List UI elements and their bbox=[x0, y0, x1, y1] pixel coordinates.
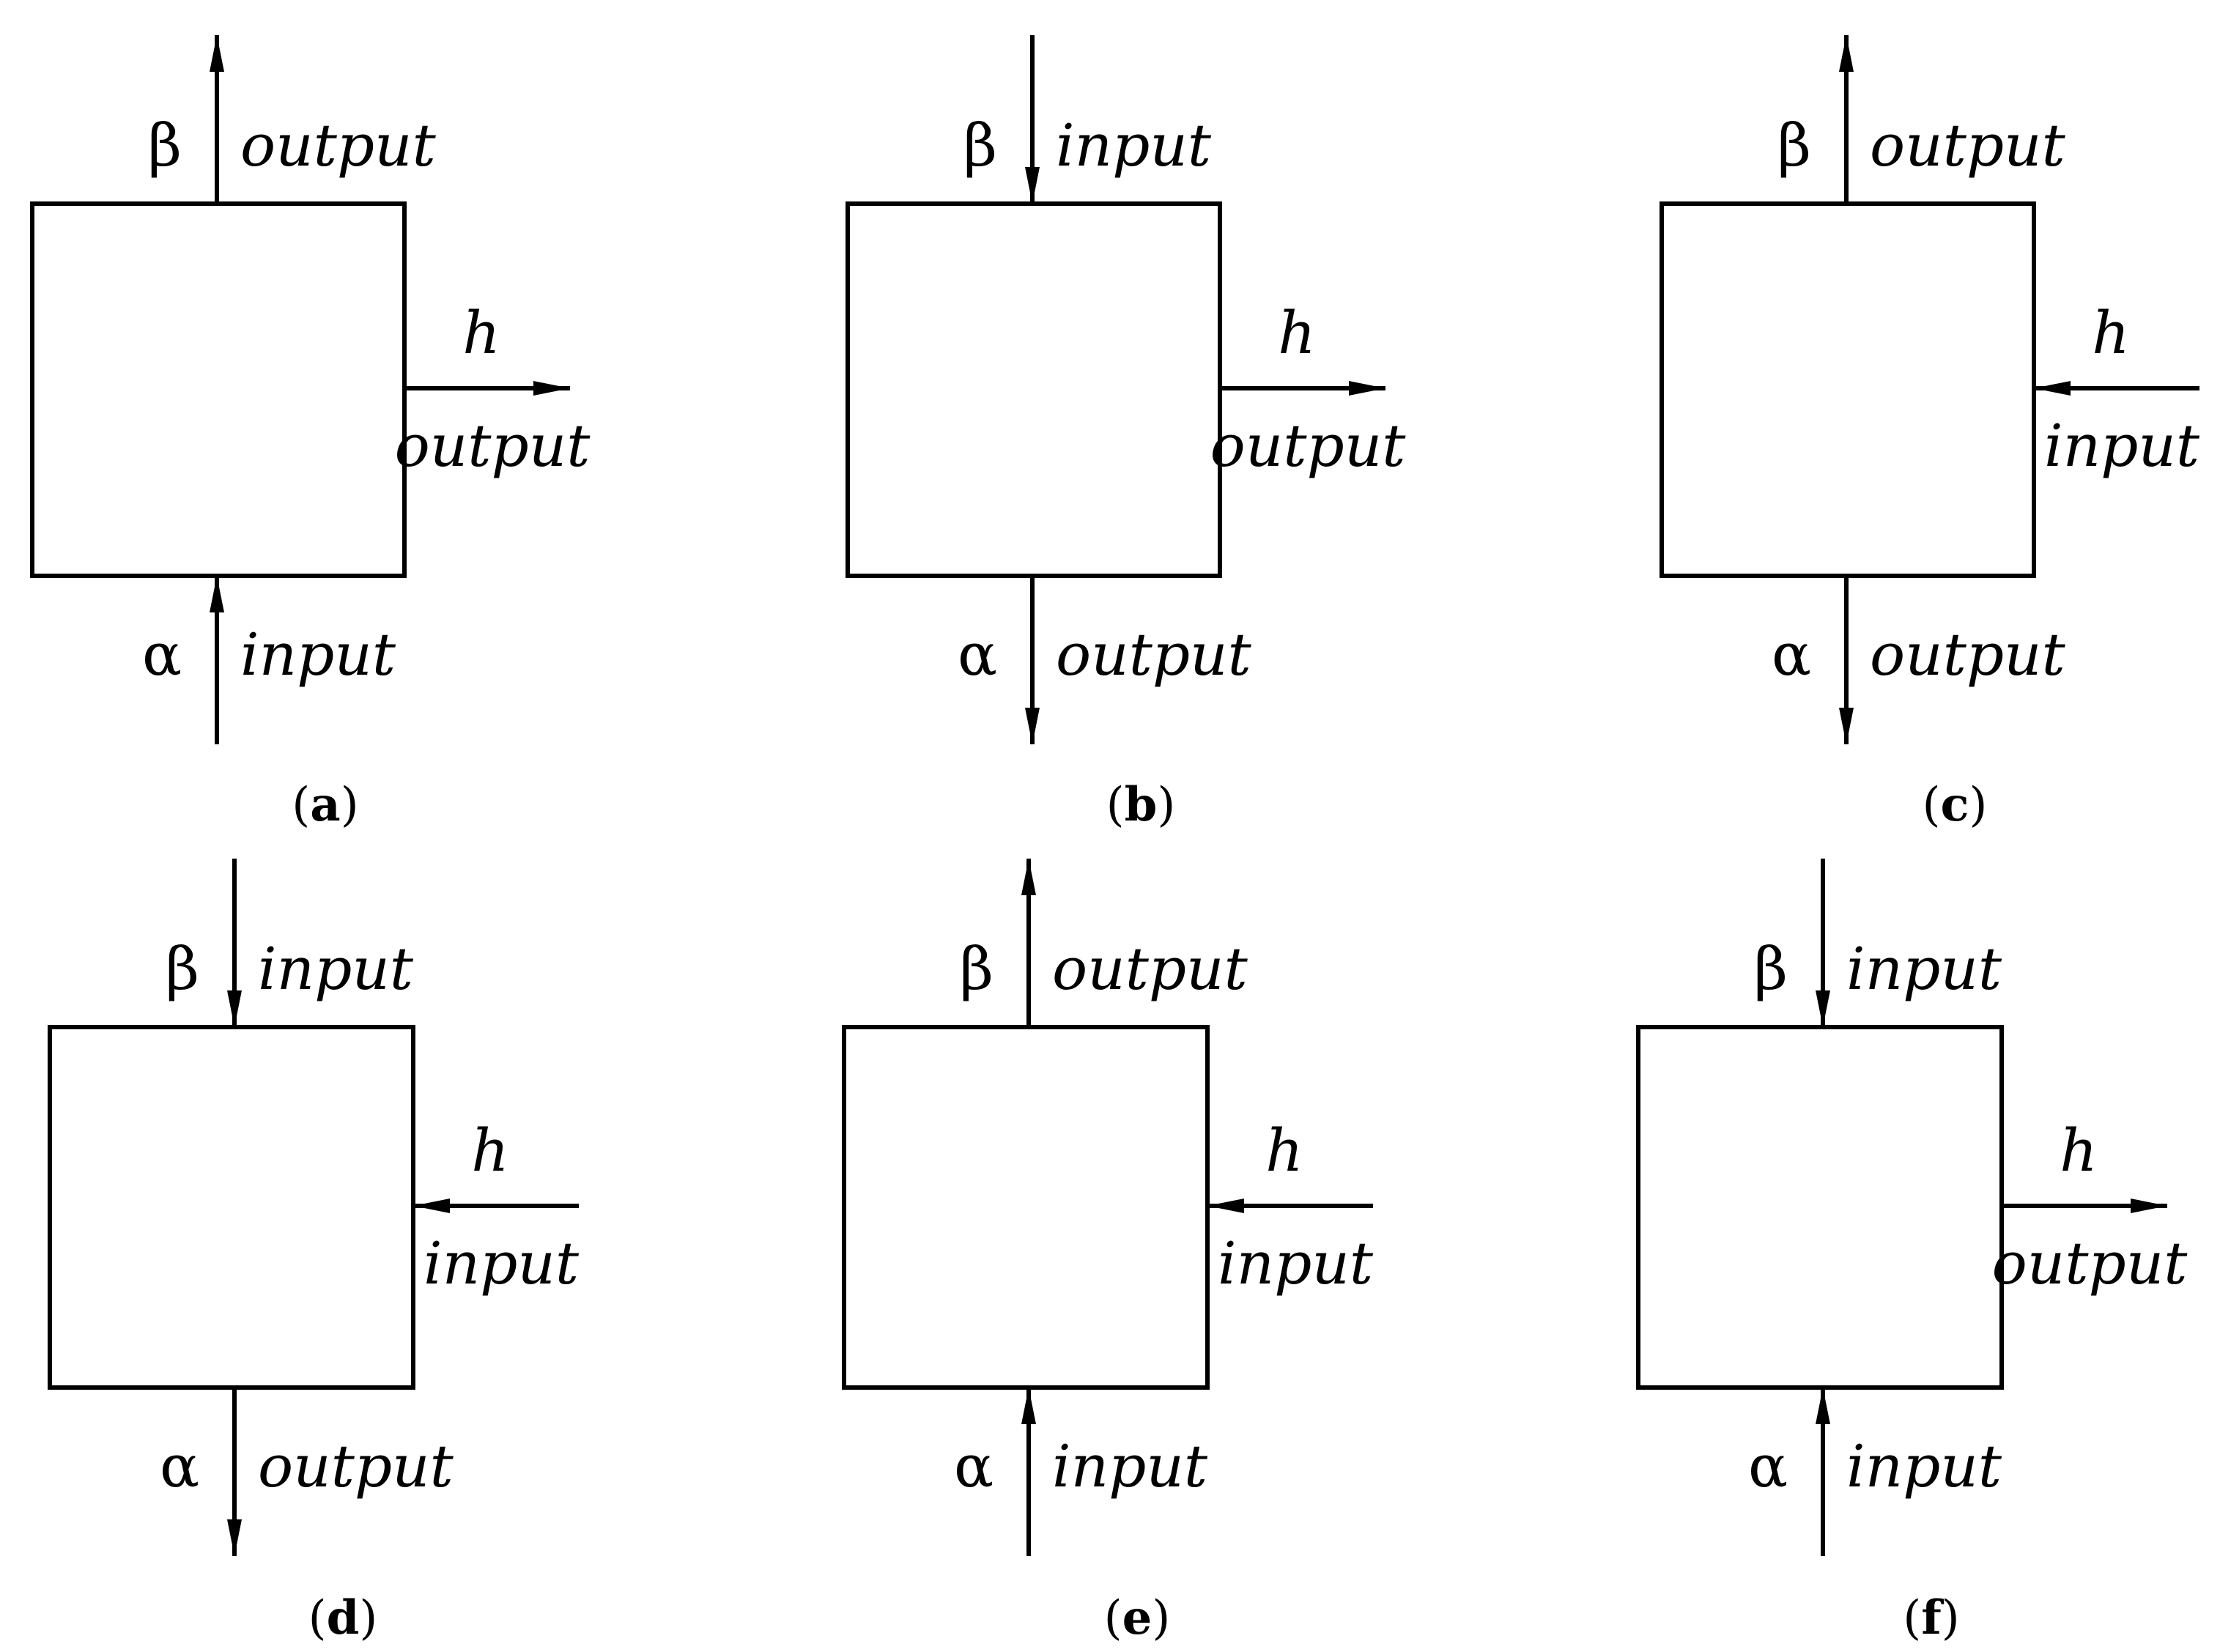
alpha-direction: output bbox=[1056, 621, 1252, 689]
alpha-direction: output bbox=[1870, 621, 2066, 689]
caption-letter: e bbox=[1122, 1590, 1152, 1645]
beta-direction: input bbox=[1056, 111, 1212, 179]
alpha-direction: output bbox=[258, 1432, 454, 1500]
caption-open-paren: ( bbox=[1923, 778, 1941, 832]
caption-open-paren: ( bbox=[308, 1591, 327, 1645]
panel-caption: (a) bbox=[292, 777, 358, 832]
block-box bbox=[48, 1025, 415, 1390]
caption-open-paren: ( bbox=[292, 778, 310, 832]
block-box bbox=[1636, 1025, 2004, 1390]
alpha-symbol: α bbox=[1772, 621, 1811, 689]
alpha-symbol: α bbox=[160, 1432, 199, 1500]
beta-direction: input bbox=[258, 935, 414, 1003]
alpha-direction: input bbox=[1846, 1432, 2002, 1500]
caption-open-paren: ( bbox=[1104, 1591, 1122, 1645]
beta-symbol: β bbox=[1754, 935, 1788, 1003]
beta-direction: output bbox=[240, 111, 437, 179]
beta-direction: input bbox=[1846, 935, 2002, 1003]
caption-letter: b bbox=[1125, 777, 1158, 832]
caption-open-paren: ( bbox=[1903, 1591, 1921, 1645]
alpha-symbol: α bbox=[1748, 1432, 1788, 1500]
h-direction: input bbox=[2044, 412, 2200, 480]
beta-symbol: β bbox=[963, 111, 997, 179]
caption-close-paren: ) bbox=[1152, 1591, 1170, 1645]
alpha-symbol: α bbox=[954, 1432, 994, 1500]
alpha-symbol: α bbox=[958, 621, 997, 689]
beta-symbol: β bbox=[148, 111, 182, 179]
h-symbol: h bbox=[462, 299, 500, 367]
caption-letter: c bbox=[1941, 777, 1969, 832]
h-symbol: h bbox=[1278, 299, 1316, 367]
beta-direction: output bbox=[1870, 111, 2066, 179]
beta-symbol: β bbox=[960, 935, 994, 1003]
caption-close-paren: ) bbox=[359, 1591, 377, 1645]
h-direction: output bbox=[1992, 1229, 2188, 1297]
caption-close-paren: ) bbox=[1942, 1591, 1960, 1645]
panel-caption: (e) bbox=[1104, 1590, 1171, 1645]
beta-symbol: β bbox=[1777, 111, 1811, 179]
h-direction: input bbox=[423, 1229, 580, 1297]
caption-letter: a bbox=[310, 777, 340, 832]
beta-direction: output bbox=[1052, 935, 1248, 1003]
caption-letter: f bbox=[1921, 1590, 1944, 1645]
h-symbol: h bbox=[471, 1116, 509, 1185]
block-box bbox=[846, 201, 1222, 578]
alpha-direction: input bbox=[1052, 1432, 1208, 1500]
h-direction: output bbox=[395, 412, 591, 480]
alpha-direction: input bbox=[240, 621, 396, 689]
h-direction: input bbox=[1218, 1229, 1374, 1297]
block-box bbox=[30, 201, 407, 578]
caption-close-paren: ) bbox=[1157, 778, 1175, 832]
beta-symbol: β bbox=[166, 935, 199, 1003]
panel-caption: (f) bbox=[1903, 1590, 1959, 1645]
h-direction: output bbox=[1210, 412, 1407, 480]
caption-close-paren: ) bbox=[341, 778, 359, 832]
h-symbol: h bbox=[1265, 1116, 1303, 1185]
caption-open-paren: ( bbox=[1106, 778, 1125, 832]
caption-letter: d bbox=[327, 1590, 360, 1645]
h-symbol: h bbox=[2060, 1116, 2098, 1185]
h-symbol: h bbox=[2092, 299, 2130, 367]
panel-caption: (d) bbox=[308, 1590, 378, 1645]
caption-close-paren: ) bbox=[1969, 778, 1987, 832]
block-box bbox=[1660, 201, 2036, 578]
panel-caption: (c) bbox=[1923, 777, 1988, 832]
alpha-symbol: α bbox=[142, 621, 182, 689]
panel-caption: (b) bbox=[1106, 777, 1176, 832]
block-box bbox=[842, 1025, 1210, 1390]
